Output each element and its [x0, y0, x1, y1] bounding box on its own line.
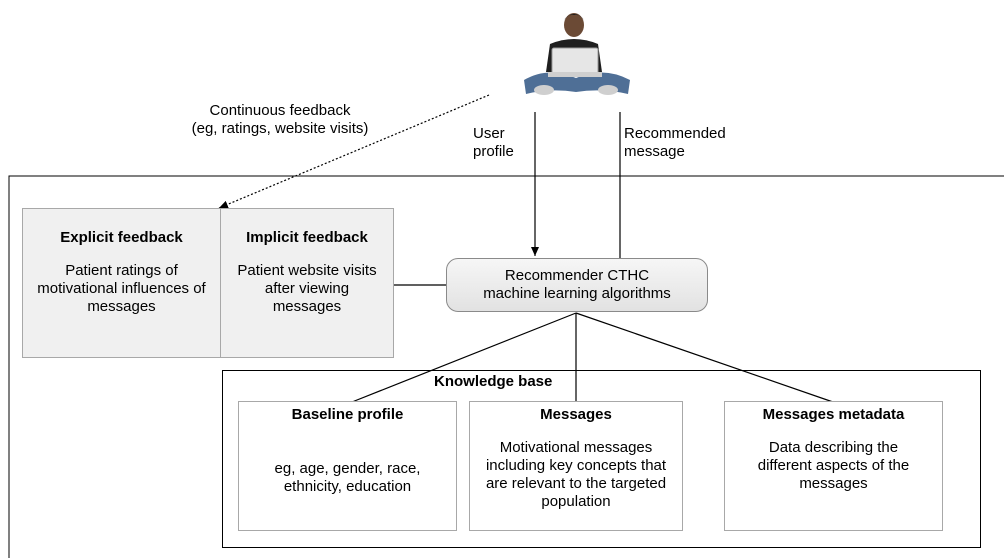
messages-metadata-line1: Data describing the — [768, 439, 899, 456]
messages-metadata-box: Messages metadata Data describing the di… — [724, 401, 943, 531]
user-profile-label: User profile — [473, 125, 533, 161]
baseline-profile-title: Baseline profile — [291, 406, 404, 423]
messages-box: Messages Motivational messages including… — [469, 401, 683, 531]
explicit-feedback-line1: Patient ratings of — [65, 262, 178, 279]
continuous-feedback-line2: (eg, ratings, website visits) — [191, 120, 369, 137]
messages-line4: population — [541, 493, 611, 510]
system-frame — [8, 175, 1004, 558]
explicit-feedback-line3: messages — [87, 298, 156, 315]
implicit-feedback-line1: Patient website visits — [237, 262, 377, 279]
baseline-profile-line2: ethnicity, education — [283, 478, 412, 495]
continuous-feedback-label: Continuous feedback (eg, ratings, websit… — [160, 102, 400, 138]
messages-metadata-line2: different aspects of the — [757, 457, 910, 474]
continuous-feedback-line1: Continuous feedback — [209, 102, 351, 119]
explicit-feedback-section: Explicit feedback Patient ratings of mot… — [23, 229, 220, 316]
user-figure — [518, 8, 636, 106]
implicit-feedback-line2: after viewing — [264, 280, 350, 297]
recommender-to-metadata-line — [575, 312, 834, 403]
recommender-line1: Recommender CTHC — [504, 267, 650, 284]
implicit-feedback-section: Implicit feedback Patient website visits… — [221, 229, 393, 316]
recommender-node: Recommender CTHC machine learning algori… — [446, 258, 708, 312]
knowledge-base-title: Knowledge base — [433, 373, 554, 391]
baseline-profile-box: Baseline profile eg, age, gender, race, … — [238, 401, 457, 531]
recommended-message-label: Recommended message — [624, 125, 754, 161]
recommended-message-line1: Recommended — [624, 125, 726, 142]
baseline-profile-line1: eg, age, gender, race, — [274, 460, 421, 477]
messages-line1: Motivational messages — [499, 439, 653, 456]
feedback-divider — [220, 209, 221, 357]
recommender-to-baseline-line — [351, 312, 577, 403]
explicit-feedback-title: Explicit feedback — [60, 229, 183, 246]
messages-metadata-title: Messages metadata — [762, 406, 905, 423]
implicit-feedback-line3: messages — [272, 298, 342, 315]
messages-line3: are relevant to the targeted — [485, 475, 667, 492]
user-profile-line1: User — [473, 125, 505, 142]
knowledge-base-frame — [222, 370, 981, 548]
user-profile-line2: profile — [473, 143, 514, 160]
implicit-feedback-title: Implicit feedback — [246, 229, 368, 246]
recommended-message-line2: message — [624, 143, 685, 160]
person-with-laptop-icon — [524, 13, 630, 95]
continuous-feedback-arrow — [218, 94, 490, 209]
feedback-panel: Explicit feedback Patient ratings of mot… — [22, 208, 394, 358]
messages-metadata-line3: messages — [799, 475, 868, 492]
explicit-feedback-line2: motivational influences of — [37, 280, 206, 297]
messages-line2: including key concepts that — [485, 457, 667, 474]
messages-title: Messages — [540, 406, 612, 423]
recommender-line2: machine learning algorithms — [483, 285, 671, 302]
